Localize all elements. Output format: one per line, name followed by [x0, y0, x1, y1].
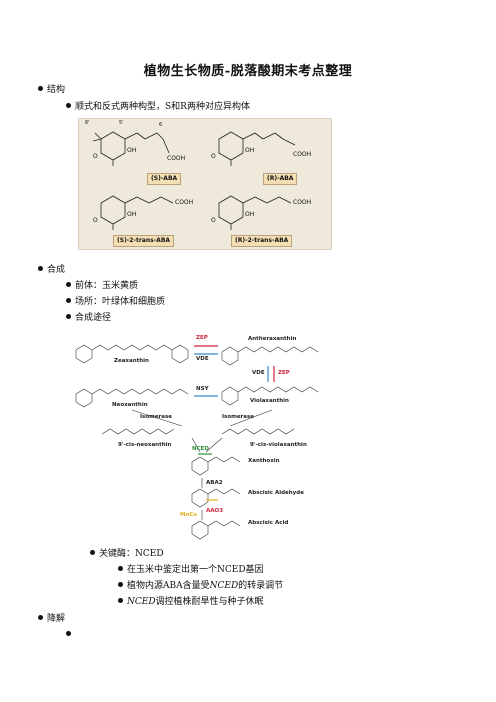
atom-number: 5'	[119, 120, 124, 126]
arrow-cis-viola-to-nced	[205, 437, 223, 453]
structure-point: 顺式和反式两种构型，S和R两种对应异构体	[66, 101, 250, 113]
oh-label: OH	[127, 147, 137, 154]
ring-abscisic-acid	[191, 520, 209, 540]
enzyme-nsy: NSY	[196, 386, 209, 392]
synthesis-pathway-label: 合成途径	[66, 312, 111, 324]
bullet-icon	[90, 550, 95, 555]
bullet-icon	[66, 298, 71, 303]
section-synthesis: 合成	[38, 264, 65, 276]
arrow-cis-neo-to-nced	[191, 437, 201, 453]
atom-number: 6'	[85, 120, 90, 126]
section-degradation: 降解	[38, 613, 65, 625]
oh-label: OH	[245, 147, 255, 154]
key-enzyme: 关键酶：NCED	[90, 548, 164, 560]
bullet-icon	[38, 615, 43, 620]
enzyme-isomerase: Isomerase	[222, 414, 254, 420]
label-cis-neoxanthin: 9'-cis-neoxanthin	[118, 442, 172, 448]
bullet-icon	[66, 103, 71, 108]
enzyme-aao3: AAO3	[206, 508, 224, 514]
oh-label: OH	[127, 211, 137, 218]
chain-neoxanthin	[91, 388, 189, 395]
oxo-label: O	[93, 217, 98, 224]
synthesis-site: 场所：叶绿体和细胞质	[66, 296, 165, 308]
enzyme-isomerase: Isomerase	[140, 414, 172, 420]
label-abscisic-aldehyde: Abscisic Aldehyde	[248, 490, 304, 496]
label-antheraxanthin: Antheraxanthin	[248, 336, 297, 342]
molecule-label-s-trans-aba: (S)-2-trans-ABA	[113, 235, 175, 247]
arrow-viola-to-cis	[229, 409, 273, 427]
label-neoxanthin: Neoxanthin	[112, 402, 148, 408]
ring-xanthoxin	[191, 456, 209, 476]
bullet-icon	[66, 314, 71, 319]
arrow-neo-to-cis	[131, 409, 183, 427]
aba-structure-figure: 6' 5' 6 COOH OH O COOH OH O COOH OH O CO…	[78, 118, 332, 250]
enzyme-vde: VDE	[252, 370, 265, 376]
cofactor-moco: MoCo	[180, 512, 198, 518]
chain-cis-violaxanthin	[221, 428, 295, 435]
bullet-icon	[118, 598, 123, 603]
oxo-label: O	[211, 153, 216, 160]
ring-aldehyde	[191, 488, 209, 508]
ring-s-aba	[100, 131, 126, 161]
atom-number: 6	[159, 122, 163, 128]
ring-zeaxanthin-left	[75, 344, 93, 364]
enzyme-vde: VDE	[196, 356, 209, 362]
enzyme-zep: ZEP	[278, 370, 290, 376]
cooh-label: COOH	[293, 151, 312, 158]
enzyme-aba2: ABA2	[206, 480, 223, 486]
cooh-label: COOH	[293, 199, 312, 206]
chain-antheraxanthin	[237, 346, 319, 353]
bullet-icon	[38, 266, 43, 271]
label-xanthoxin: Xanthoxin	[248, 458, 280, 464]
bullet-icon	[118, 582, 123, 587]
synthesis-precursor: 前体：玉米黄质	[66, 280, 138, 292]
ring-zeaxanthin-right	[171, 344, 189, 364]
enzyme-nced: NCED	[192, 446, 209, 452]
chain-aldehyde	[207, 488, 241, 495]
bullet-icon	[66, 631, 71, 636]
bullet-icon	[118, 566, 123, 571]
key-enzyme-point: NCED调控植株耐旱性与种子休眠	[118, 596, 264, 608]
label-violaxanthin: Violaxanthin	[250, 398, 289, 404]
oxo-label: O	[211, 217, 216, 224]
ring-s-trans-aba	[100, 195, 126, 225]
key-enzyme-point: 在玉米中鉴定出第一个NCED基因	[118, 564, 264, 576]
cooh-label: COOH	[175, 199, 194, 206]
aba-biosynthesis-pathway: Zeaxanthin Antheraxanthin Neoxanthin Vio…	[72, 330, 334, 542]
pathway-svg	[75, 344, 319, 540]
bullet-icon	[38, 86, 43, 91]
molecule-label-s-aba: (S)-ABA	[147, 173, 182, 185]
chain-violaxanthin	[237, 386, 319, 393]
oxo-label: O	[93, 153, 98, 160]
enzyme-zep: ZEP	[196, 335, 208, 341]
label-abscisic-acid: Abscisic Acid	[248, 520, 289, 526]
ring-r-aba	[218, 131, 244, 161]
key-enzyme-point: 植物内源ABA含量受NCED的转录调节	[118, 580, 283, 592]
section-structure: 结构	[38, 84, 65, 96]
label-zeaxanthin: Zeaxanthin	[114, 358, 149, 364]
page-title: 植物生长物质-脱落酸期末考点整理	[143, 64, 353, 79]
ring-r-trans-aba	[218, 195, 244, 225]
ring-violaxanthin-left	[221, 386, 239, 406]
cooh-label: COOH	[167, 155, 186, 162]
oh-label: OH	[245, 211, 255, 218]
molecule-label-r-aba: (R)-ABA	[263, 173, 298, 185]
ring-neoxanthin-left	[75, 388, 93, 408]
chain-cis-neoxanthin	[101, 428, 175, 435]
label-cis-violaxanthin: 9'-cis-violaxanthin	[250, 442, 307, 448]
ring-antheraxanthin-left	[221, 346, 239, 366]
chain-zeaxanthin	[91, 344, 173, 351]
molecule-label-r-trans-aba: (R)-2-trans-ABA	[231, 235, 293, 247]
bullet-icon	[66, 282, 71, 287]
aba-structures-svg	[92, 131, 296, 230]
degradation-point	[66, 629, 75, 641]
chain-abscisic-acid	[207, 520, 241, 527]
chain-xanthoxin	[207, 456, 241, 463]
